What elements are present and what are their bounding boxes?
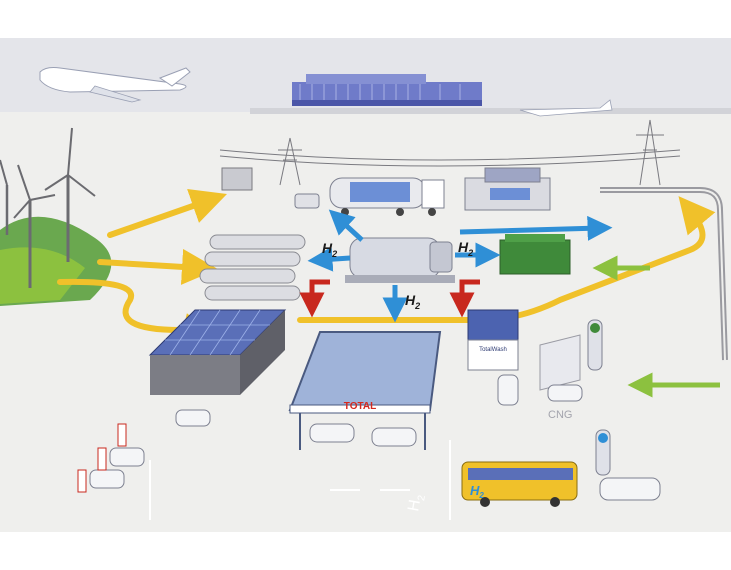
cng-label: CNG <box>548 409 572 421</box>
car-wash-sign: TotalWash <box>479 347 507 353</box>
bottom-border <box>0 532 731 570</box>
hydrogen-tank-icon <box>596 430 610 475</box>
car-wash-building <box>468 310 518 370</box>
electrolyser-unit <box>345 238 455 283</box>
fuel-cell-generator <box>500 234 570 274</box>
brand-logo: TOTAL <box>344 401 376 412</box>
transformer <box>222 168 252 190</box>
runway-strip <box>250 108 731 114</box>
dispenser <box>295 194 319 208</box>
